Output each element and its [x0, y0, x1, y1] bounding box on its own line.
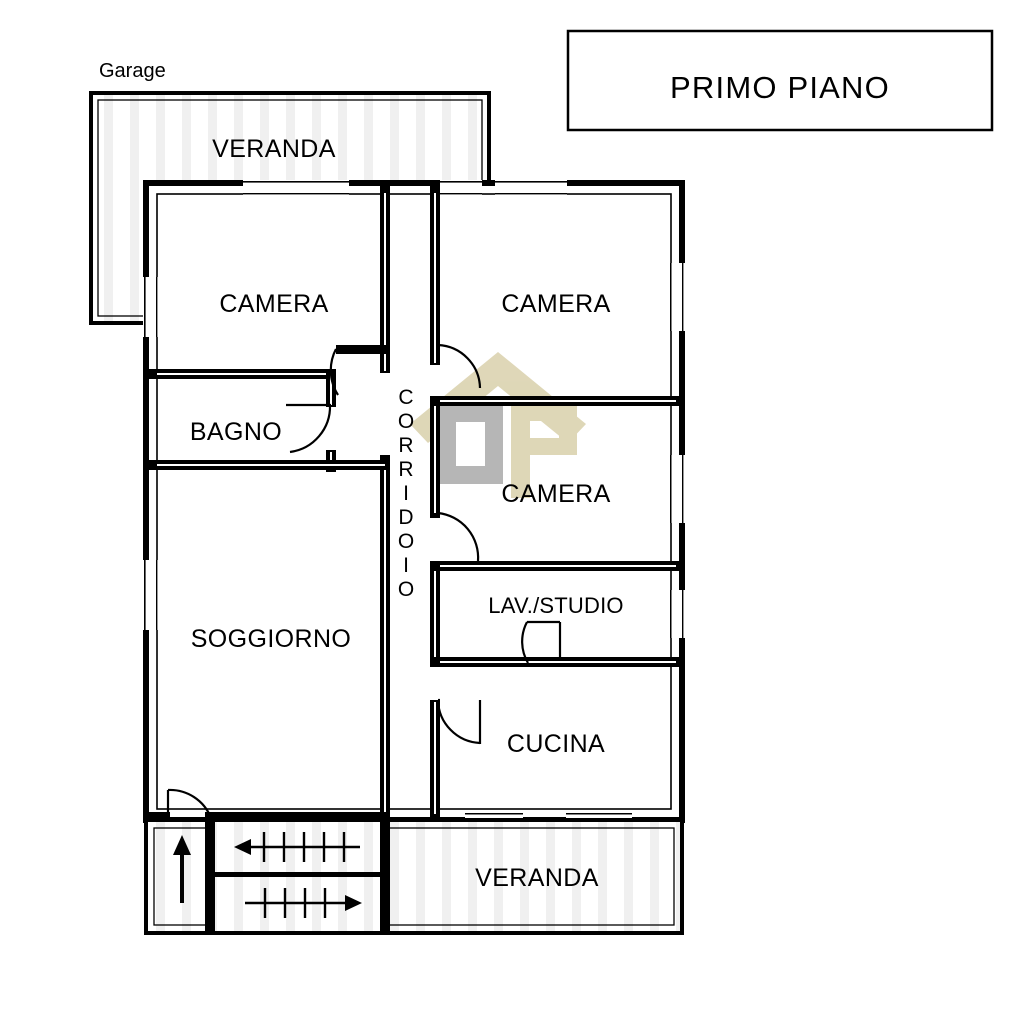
door-arc-lav-studio: [521, 621, 529, 664]
internal-walls: [146, 183, 682, 820]
garage-label: Garage: [99, 60, 166, 82]
corridor-letter-9: O: [398, 578, 414, 601]
door-arc-bagno: [289, 404, 332, 454]
stairs-flight-upper: [240, 832, 360, 862]
room-label-cucina: CUCINA: [507, 730, 605, 758]
title-box-frame: [566, 29, 994, 132]
corridor-letter-7: O: [398, 530, 414, 553]
wall-stubs: [146, 812, 390, 933]
corridor-letter-5: I: [403, 482, 409, 505]
stairs-flight-lower: [245, 888, 350, 918]
doors: [166, 343, 562, 819]
title-box: PRIMO PIANO: [566, 29, 994, 132]
corridor-letter-4: R: [398, 458, 413, 481]
room-label-lav-studio: LAV./STUDIO: [488, 593, 623, 618]
door-arc-soggiorno: [167, 788, 213, 819]
stairs-arrow-down-right: [345, 895, 362, 911]
corridor-letter-3: R: [398, 434, 413, 457]
room-label-camera-ne: CAMERA: [501, 290, 610, 318]
door-arc-camera-ne: [437, 343, 482, 389]
bottom-band: VERANDA: [144, 818, 684, 935]
corridor-letter-1: C: [398, 386, 413, 409]
title-text: PRIMO PIANO: [670, 70, 890, 105]
watermark-house-logo: [410, 352, 586, 498]
corridor-letter-8: I: [403, 554, 409, 577]
stairs-arrow-up-left: [234, 839, 251, 855]
corridor-letter-6: D: [398, 506, 413, 529]
door-arc-camera-nw: [329, 348, 339, 396]
room-label-corridoio: C O R R I D O I O: [398, 386, 414, 601]
room-label-veranda-bottom: VERANDA: [475, 864, 599, 892]
door-arc-camera-e: [437, 511, 480, 562]
room-label-camera-e: CAMERA: [501, 480, 610, 508]
stairs: [210, 818, 388, 935]
room-label-camera-nw: CAMERA: [219, 290, 328, 318]
corridor-letter-2: O: [398, 410, 414, 433]
door-arc-cucina: [436, 699, 481, 745]
room-label-soggiorno: SOGGIORNO: [191, 625, 352, 653]
landing-arrow-up: [173, 835, 191, 903]
room-label-bagno: BAGNO: [190, 418, 282, 446]
room-label-veranda-top: VERANDA: [212, 135, 336, 163]
